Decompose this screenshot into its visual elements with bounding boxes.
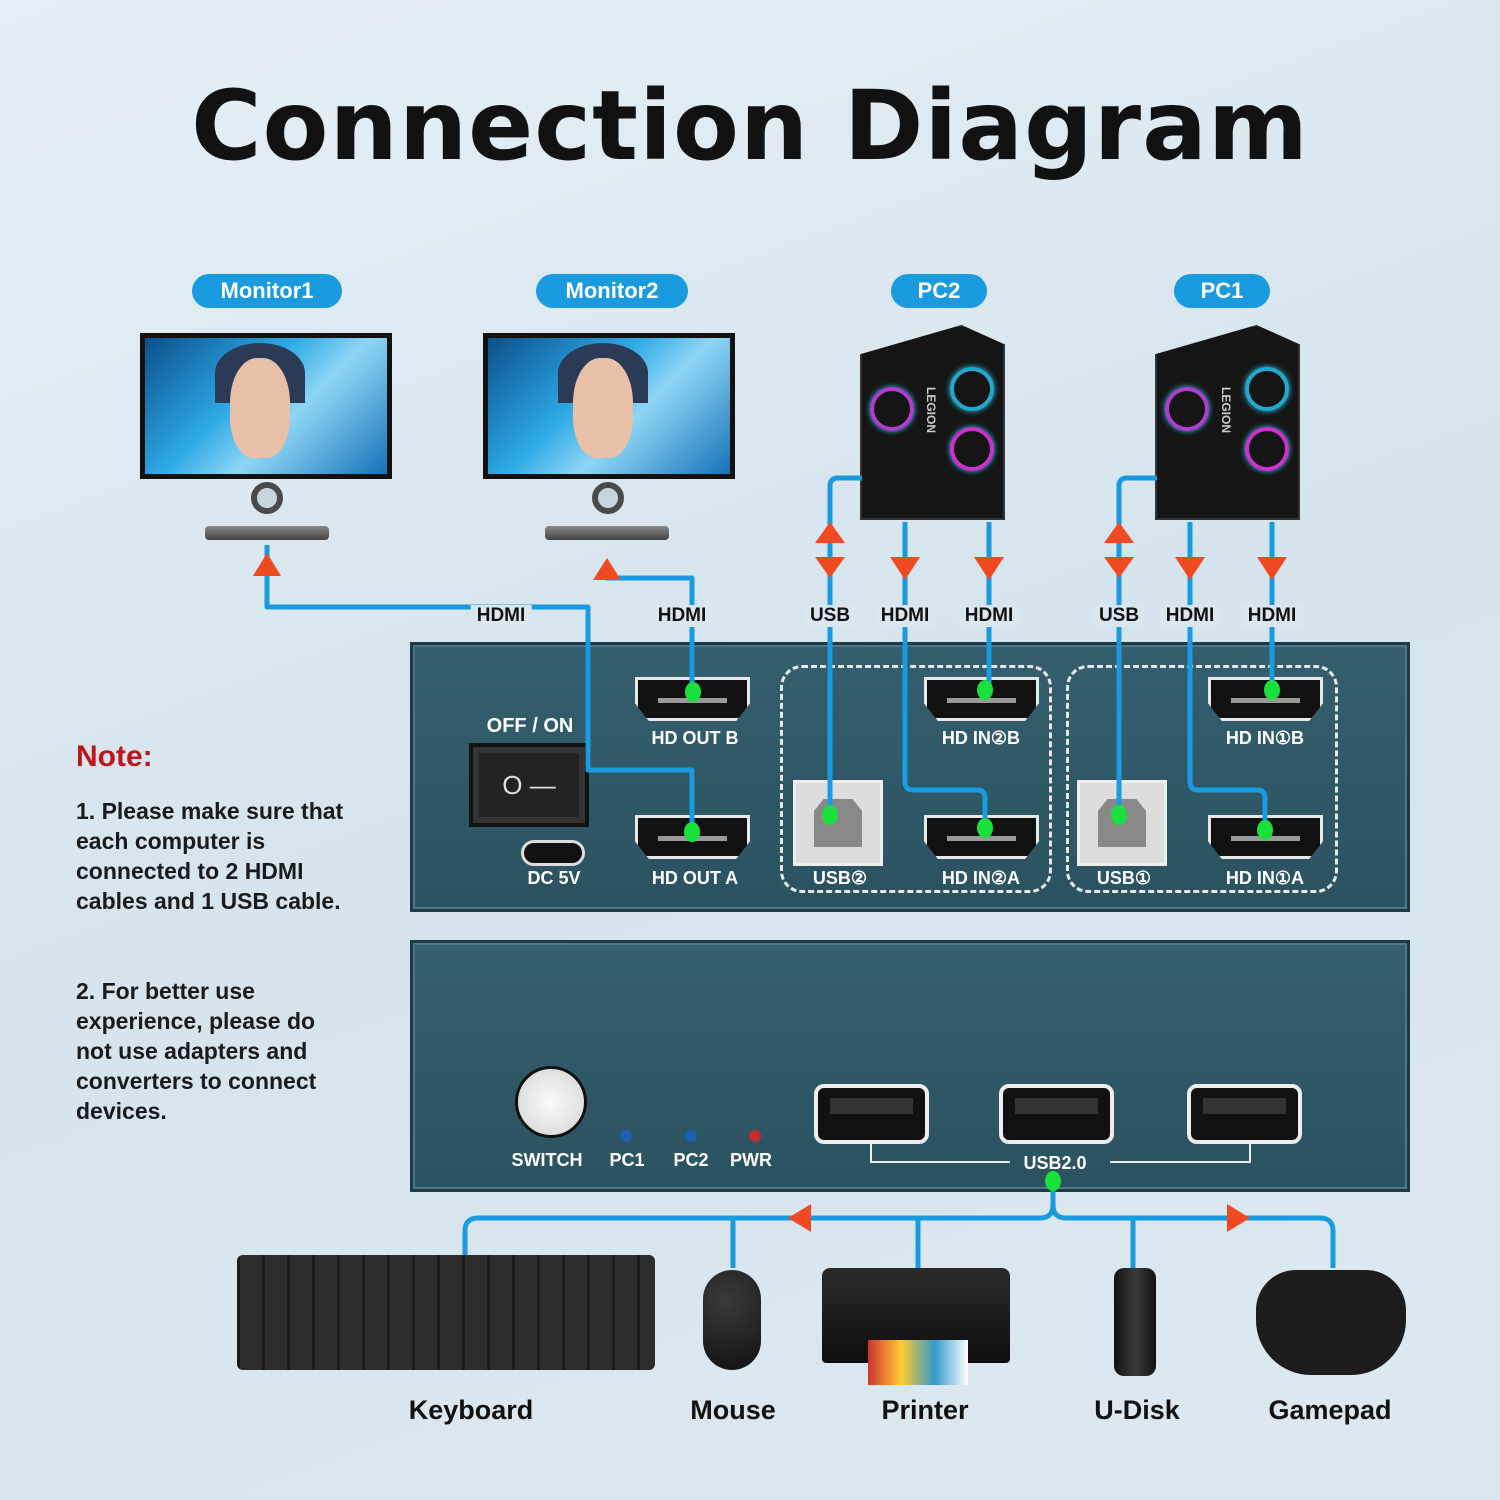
usb-a-port-2 [999, 1084, 1114, 1144]
hd-in-1b-label: HD IN①B [1225, 728, 1305, 748]
power-switch[interactable]: O — [469, 743, 589, 827]
port-dot [822, 805, 838, 825]
usb-c-power-port [521, 840, 585, 866]
cable-label-hdmi: HDMI [1241, 605, 1303, 627]
cable-label-usb: USB [803, 605, 857, 627]
port-dot [684, 822, 700, 842]
keyboard [237, 1255, 655, 1370]
hd-in-2a-label: HD IN②A [941, 868, 1021, 888]
usb-bracket [870, 1140, 1251, 1163]
note-item-2: 2. For better use experience, please do … [76, 978, 317, 1124]
port-dot [977, 680, 993, 700]
pc2-led-label: PC2 [673, 1150, 709, 1170]
note-title: Note: [76, 740, 153, 773]
mouse [703, 1270, 761, 1370]
page-title: Connection Diagram [191, 70, 1309, 182]
pc2-tower: LEGION [860, 325, 1005, 520]
udisk [1114, 1268, 1156, 1376]
port-dot [685, 682, 701, 702]
printer-label: Printer [881, 1395, 969, 1425]
monitor2-label: Monitor2 [536, 274, 688, 308]
usb-a-port-1 [814, 1084, 929, 1144]
usb1-label: USB① [1096, 868, 1152, 888]
gamepad-label: Gamepad [1268, 1395, 1392, 1425]
hd-in-1a-label: HD IN①A [1225, 868, 1305, 888]
mouse-label: Mouse [690, 1395, 776, 1425]
port-dot [1111, 805, 1127, 825]
pc1-led [620, 1130, 632, 1142]
pc2-port-group [780, 665, 1052, 893]
pc1-led-label: PC1 [609, 1150, 645, 1170]
gamepad [1256, 1270, 1406, 1375]
udisk-label: U-Disk [1094, 1395, 1180, 1425]
usb-a-port-3 [1187, 1084, 1302, 1144]
cable-label-usb: USB [1092, 605, 1146, 627]
printer-paper [868, 1340, 968, 1385]
usb2-b-port [793, 780, 883, 866]
usb2-label: USB2.0 [1023, 1153, 1087, 1173]
cable-label-hdmi: HDMI [958, 605, 1020, 627]
dc-label: DC 5V [527, 868, 581, 888]
hd-in-2b-label: HD IN②B [941, 728, 1021, 748]
switch-label: SWITCH [511, 1150, 583, 1170]
cable-label-hdmi: HDMI [470, 605, 532, 627]
port-dot [977, 818, 993, 838]
pc1-tower: LEGION [1155, 325, 1300, 520]
pc2-led [685, 1130, 697, 1142]
cable-label-hdmi: HDMI [651, 605, 713, 627]
cable-label-hdmi: HDMI [1159, 605, 1221, 627]
kvm-front-panel [410, 940, 1410, 1192]
port-dot [1045, 1171, 1061, 1191]
cable-label-hdmi: HDMI [874, 605, 936, 627]
hd-out-a-label: HD OUT A [651, 868, 739, 888]
power-switch-label: OFF / ON [486, 715, 574, 737]
hd-out-b-label: HD OUT B [651, 728, 739, 748]
pc1-label: PC1 [1174, 274, 1270, 308]
pc1-port-group [1066, 665, 1338, 893]
port-dot [1257, 820, 1273, 840]
pwr-led-label: PWR [730, 1150, 772, 1170]
switch-button[interactable] [515, 1066, 587, 1138]
pc2-label: PC2 [891, 274, 987, 308]
keyboard-label: Keyboard [408, 1395, 534, 1425]
note-item-1: 1. Please make sure that each computer i… [76, 798, 344, 914]
monitor1-label: Monitor1 [192, 274, 342, 308]
pwr-led [749, 1130, 761, 1142]
port-dot [1264, 680, 1280, 700]
usb2-label: USB② [812, 868, 868, 888]
